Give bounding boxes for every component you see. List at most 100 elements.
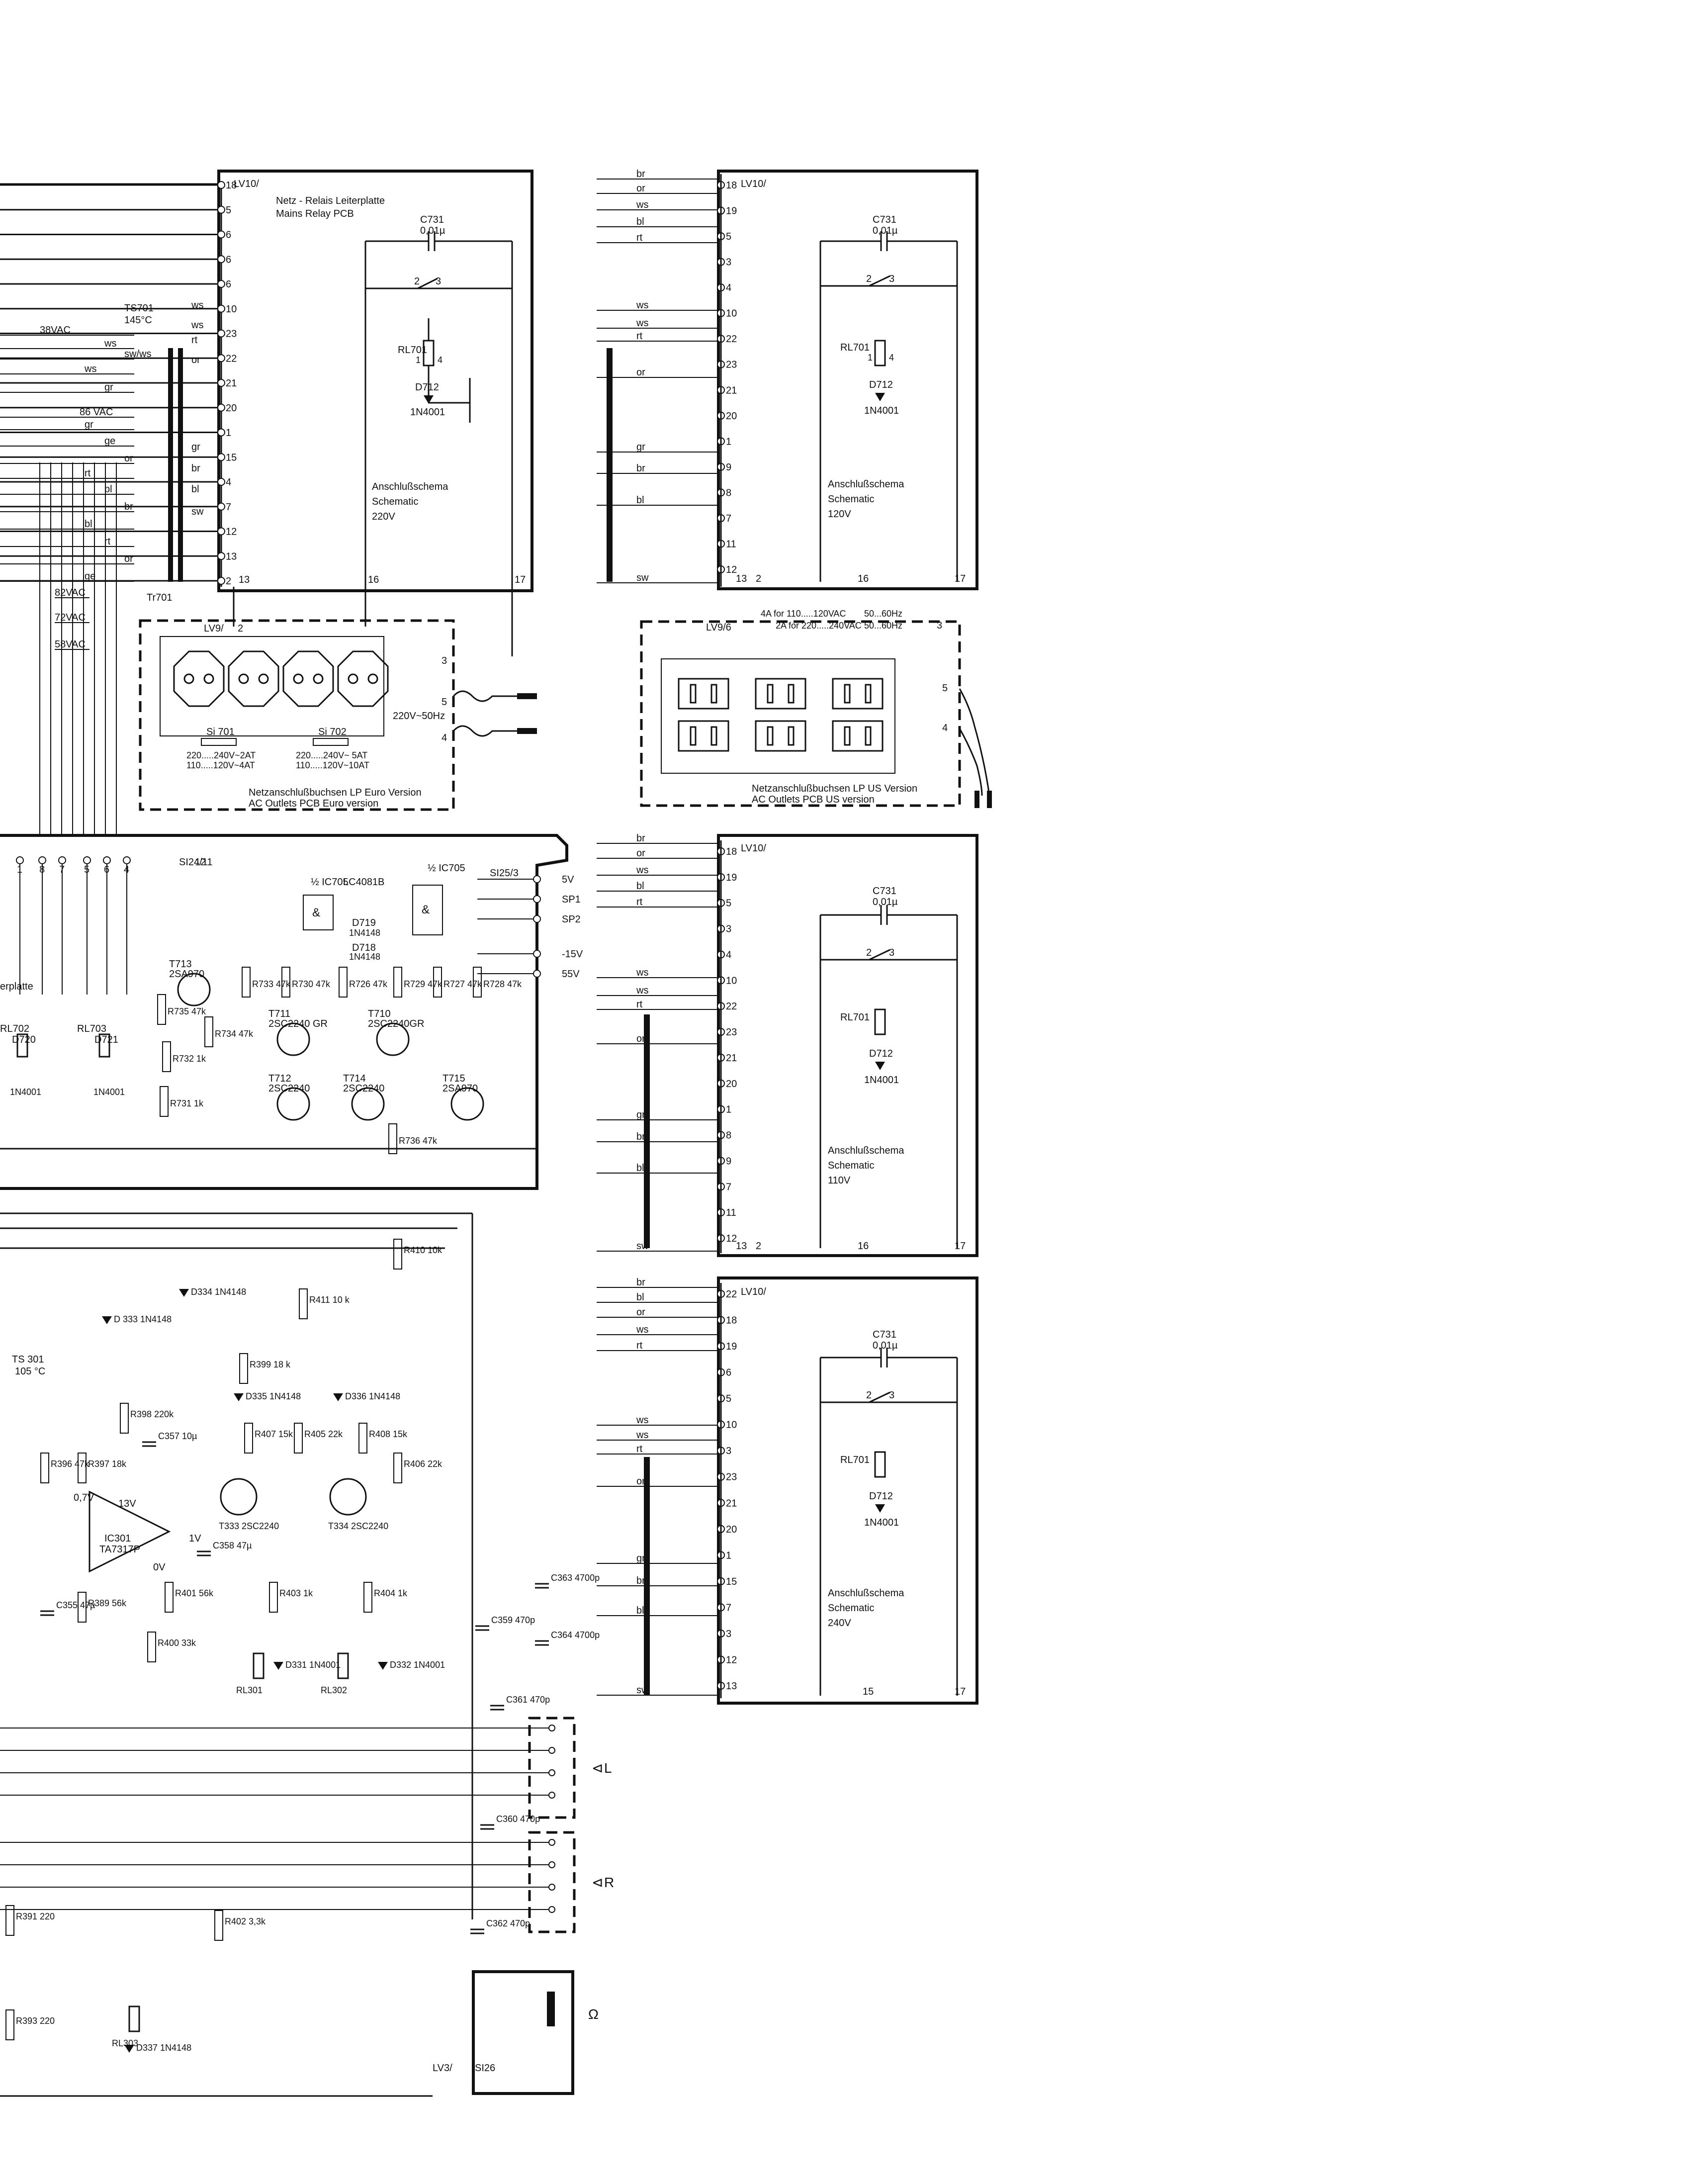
prot-resistor <box>339 967 348 998</box>
panel-220v-schematic-de: Anschlußschema <box>372 481 448 492</box>
prot-transistor-name: T713 <box>169 959 192 970</box>
prot-transistor-name: T711 <box>268 1008 290 1019</box>
panel-220v-pin-label: 6 <box>226 254 231 265</box>
prot-out-pin <box>533 970 541 978</box>
panel-220v-cap-value: 0,01µ <box>420 225 445 236</box>
panel-110v-diode-type: 1N4001 <box>864 1075 899 1086</box>
panel-220v-bottom-pin-1: 13 <box>239 574 250 585</box>
panel-220v-pin <box>217 181 225 189</box>
amp-relay-label: RL302 <box>321 1685 347 1695</box>
prot-out-label: SP2 <box>562 914 581 925</box>
amp-resistor <box>78 1592 87 1623</box>
panel-120v-bottom-pin-1: 13 <box>736 573 747 584</box>
us-fuse-b: 2A for 220.....240VAC <box>776 621 862 631</box>
amp-relay-label: RL303 <box>112 2038 138 2048</box>
amp-capacitor-label: C359 470p <box>491 1615 535 1625</box>
panel-pin-label: 20 <box>726 1079 737 1090</box>
panel-220v-pin-label: 1 <box>226 428 231 439</box>
speaker-terminal <box>548 1747 555 1754</box>
panel-pin-label: 3 <box>726 257 731 268</box>
panel-pin-label: 3 <box>726 1629 731 1639</box>
speaker-terminal <box>548 1906 555 1913</box>
amp-resistor-label: R396 47k <box>51 1459 89 1469</box>
svg-text:1N4148: 1N4148 <box>349 952 380 962</box>
panel-pin-label: 8 <box>726 1130 731 1141</box>
panel-pin-label: 15 <box>726 1576 737 1587</box>
amp-relay <box>128 2005 140 2032</box>
panel-pin-label: 23 <box>726 360 737 370</box>
speaker-terminal <box>548 1725 555 1731</box>
euro-title-en: AC Outlets PCB Euro version <box>249 798 378 809</box>
svg-text:4: 4 <box>942 723 948 733</box>
amp-relay-label: RL301 <box>236 1685 263 1695</box>
amp-resistor-label: R406 22k <box>404 1459 443 1469</box>
amp-thermal: TS 301 <box>12 1354 44 1365</box>
speaker-terminal <box>548 1884 555 1891</box>
panel-pin-label: 5 <box>726 1393 731 1404</box>
panel-220v-wire-color: ws <box>191 300 203 311</box>
us-socket <box>832 678 884 710</box>
euro-socket <box>337 650 389 707</box>
panel-110v-diode: D712 <box>869 1048 893 1059</box>
panel-220v-pin <box>217 230 225 239</box>
panel-120v-cap-value: 0,01µ <box>873 225 898 236</box>
prot-conn-pin <box>103 856 111 864</box>
panel-wire-color: br <box>636 833 645 844</box>
panel-220v-wire-color: or <box>191 355 200 365</box>
us-title-en: AC Outlets PCB US version <box>752 794 875 805</box>
euro-fuse2-rating2: 110.....120V~10AT <box>296 760 369 770</box>
left-secondary-label: ws <box>84 364 96 374</box>
panel-wire-color: rt <box>636 1444 643 1455</box>
us-socket <box>678 678 729 710</box>
left-secondary-label: bl <box>85 519 92 530</box>
prot-resistor <box>393 967 402 998</box>
prot-out-label: -15V <box>562 949 583 960</box>
panel-wire-color: br <box>636 463 645 474</box>
prot-resistor-label: R729 47k <box>404 979 443 989</box>
panel-pin-label: 7 <box>726 1602 731 1613</box>
us-socket <box>755 720 806 752</box>
panel-pin-label: 19 <box>726 1341 737 1352</box>
panel-pin-label: 23 <box>726 1472 737 1483</box>
prot-conn-12: 12 <box>195 857 206 868</box>
panel-240v-diode: D712 <box>869 1491 893 1502</box>
panel-240v-cap-name: C731 <box>873 1329 896 1340</box>
panel-220v-pcb-en: Mains Relay PCB <box>276 208 354 219</box>
panel-220v-pin <box>217 205 225 214</box>
amp-resistor-label: R398 220k <box>130 1409 174 1419</box>
prot-transistor-type: 2SC2240GR <box>368 1018 424 1029</box>
amp-diode-label: D334 1N4148 <box>191 1287 246 1297</box>
panel-240v-bottom-pin-1: 15 <box>863 1686 874 1697</box>
amp-capacitor-label: C358 47µ <box>213 1541 252 1550</box>
prot-resistor-label: R735 47k <box>168 1006 206 1016</box>
panel-pin-label: 1 <box>726 436 731 447</box>
panel-wire-color: br <box>636 1131 645 1142</box>
amp-resistor <box>5 2009 14 2040</box>
prot-transistor <box>276 1022 310 1056</box>
prot-resistor <box>242 967 251 998</box>
panel-pin-label: 1 <box>726 1550 731 1561</box>
panel-wire-color: or <box>636 1033 645 1044</box>
amp-resistor-label: R389 56k <box>88 1598 127 1608</box>
panel-wire-color: bl <box>636 881 644 892</box>
left-secondary-label: ge <box>104 436 115 447</box>
euro-socket <box>173 650 225 707</box>
panel-wire-color: bl <box>636 216 644 227</box>
left-ac-label: 82VAC <box>55 587 86 598</box>
amp-diode <box>179 1289 189 1297</box>
panel-wire-color: rt <box>636 232 643 243</box>
svg-text:4: 4 <box>442 732 447 743</box>
panel-220v-pin <box>217 478 225 486</box>
svg-text:1: 1 <box>416 355 421 365</box>
panel-110v-cap-value: 0,01µ <box>873 897 898 908</box>
us-freq-a: 50...60Hz <box>864 609 902 619</box>
amp-diode-label: D335 1N4148 <box>246 1391 301 1401</box>
panel-220v-pin-label: 12 <box>226 527 237 538</box>
speaker-L-label: L <box>604 1760 612 1776</box>
panel-240v-relay: RL701 <box>840 1455 870 1465</box>
prot-resistor-label: R733 47k <box>252 979 291 989</box>
euro-socket <box>228 650 279 707</box>
svg-text:RL702: RL702 <box>0 1023 29 1034</box>
panel-220v-pin <box>217 280 225 288</box>
